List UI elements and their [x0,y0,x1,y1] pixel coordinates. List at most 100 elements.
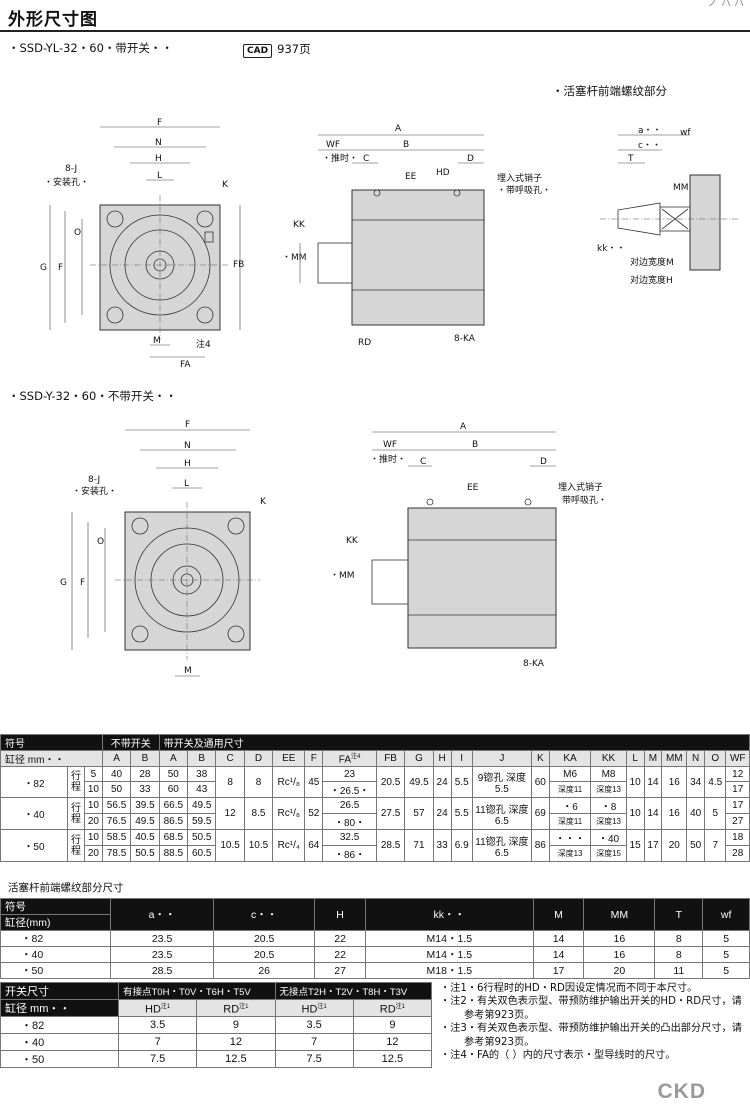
table-cell: ・40 [0,1033,119,1051]
table-cell: 33 [130,781,160,798]
col-KK: KK [590,750,627,767]
col-MM: MM [583,898,656,931]
rod-dim-c: c・・ [638,141,661,151]
note-2: ・注2・有关双色表示型、带预防维护输出开关的HD・RD尺寸，请参考第923页。 [440,996,742,1021]
no-switch-header: 不带开关 [101,734,160,751]
side-view-2: A B WF ・推时・ C D EE 埋入式销子 带呼吸孔・ KK ・MM 8-… [330,422,607,669]
table-cell: 66.5 [158,797,189,814]
table-cell: 20.5 [213,946,316,963]
code-label: 符号 [0,734,103,751]
table-cell: ・80・ [322,813,377,830]
dim-RD: RD [358,338,371,348]
ckd-logo: CKD [657,1080,706,1103]
table-cell: M8 [590,766,627,782]
note4-mark: 注4 [196,338,211,350]
rod-section-title: ・活塞杆前端螺纹部分 [552,84,667,98]
col-MM: MM [661,750,688,767]
col-C: C [215,750,245,767]
table-cell: 10 [84,797,103,814]
table-cell: 10.5 [243,829,274,862]
table-cell: 50.5 [187,829,217,846]
table-cell: M14・1.5 [364,946,534,963]
col-H: H [314,898,366,931]
dim-F-vert: F [58,263,63,273]
port-EE: EE [467,483,479,493]
table-cell: 22 [314,930,366,947]
title-rule [0,30,750,32]
side-view-1: A B WF ・推时・ C D EE HD 埋入式销子 ・带呼吸孔・ KK ・M… [282,124,551,348]
col-M: M [532,898,585,931]
table-cell: 20.5 [213,930,316,947]
table-cell: ・40 [0,797,68,830]
table-cell: 8 [654,946,704,963]
table-cell: 28.5 [109,962,215,979]
table-cell: 71 [404,829,434,862]
table-cell: 26.5 [322,797,377,814]
dim-K: K [260,497,267,507]
table-cell: 17 [725,781,750,798]
col-A: A [101,750,132,767]
front-view-2: F N H L 8-J ・安装孔・ K G F O M [60,420,267,677]
stroke-label: ・推时・ [322,152,358,164]
table-cell: M6 [548,766,592,782]
table-cell: 5 [702,930,750,947]
section2-title: ・SSD-Y-32・60・不带开关・・ [8,389,177,403]
rod-dim-T: T [627,154,634,164]
dim-A: A [460,422,467,432]
dim-WF: WF [383,440,397,450]
table-cell: 14 [532,946,585,963]
col-I: I [450,750,473,767]
pin-label: 埋入式销子 [558,481,603,493]
table-cell: 39.5 [130,797,160,814]
drawing-without-switch: F N H L 8-J ・安装孔・ K G F O M A B WF ・推时・ … [60,420,607,677]
table-cell: 38 [187,766,217,782]
table-cell: 59.5 [187,813,217,830]
table-cell: ・50 [0,829,68,862]
table-cell: 49.5 [404,766,434,798]
col-H: H [432,750,452,767]
table-cell: 5 [702,962,750,979]
dim-G: G [60,578,67,588]
table-cell: 56.5 [101,797,132,814]
table-cell: 深度13 [548,845,592,862]
table-cell: 12 [725,766,750,782]
pin-label: 埋入式销子 [497,172,542,184]
table-cell: 10.5 [215,829,245,862]
table-cell: 60.5 [187,845,217,862]
col-WF: WF [725,750,750,767]
note-4: ・注4・FA的（ ）内的尺寸表示・型导线时的尺寸。 [440,1050,676,1062]
table-cell: 10 [84,829,103,846]
col-B: B [130,750,160,767]
table-cell: 50 [158,766,189,782]
notes: ・注1・6行程时的HD・RD因设定情况而不同于本尺寸。 ・注2・有关双色表示型、… [440,982,745,1062]
table-cell: 18 [725,829,750,846]
table-cell: 28 [725,845,750,862]
table-cell: 23.5 [109,946,215,963]
table-cell: 深度13 [590,813,627,830]
table-cell: 9 [196,1016,276,1034]
dim-B: B [403,140,409,150]
table-cell: ・8 [590,797,627,814]
table-cell: 10 [625,797,645,830]
table-cell: ・6 [548,797,592,814]
dim-F: F [157,118,162,128]
dim-D: D [540,457,547,467]
col-L: L [625,750,645,767]
col-HD: HD注1 [117,999,198,1017]
table-cell: 行程 [67,766,85,798]
dim-D: D [467,154,474,164]
reflux-label: ・带呼吸孔・ [497,185,551,196]
table-cell: 17 [725,797,750,814]
dim-N: N [155,138,162,148]
table-cell: 14 [643,797,663,830]
section1-title: ・SSD-YL-32・60・带开关・・ [8,41,173,55]
cad-link[interactable]: CAD 937页 [243,38,311,58]
table-cell: ・26.5・ [322,781,377,798]
table-cell: 12.5 [196,1050,276,1068]
